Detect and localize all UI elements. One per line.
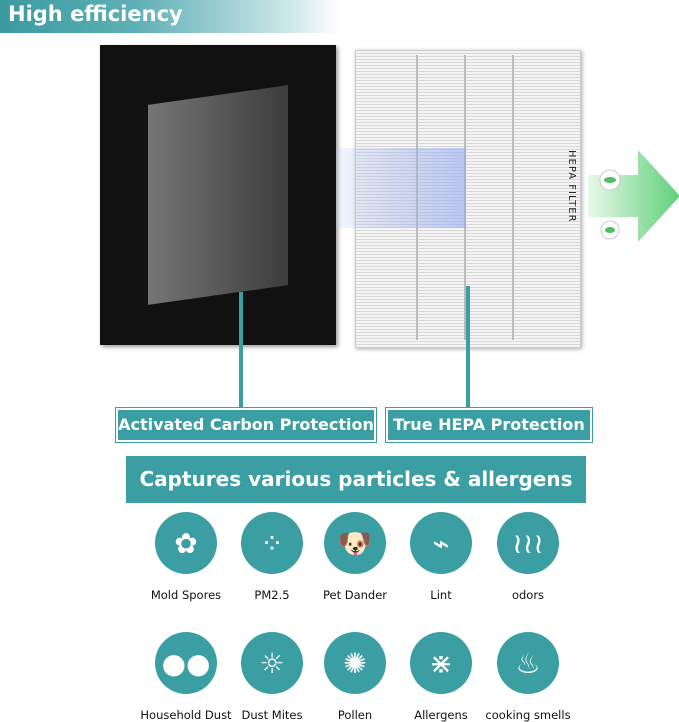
mold-icon: ✿ — [155, 512, 217, 574]
carbon-sheet-overlay — [148, 85, 288, 305]
particle-label: Pet Dander — [322, 588, 388, 602]
airflow-beam-blue — [336, 148, 466, 228]
hepa-pointer-line — [466, 286, 470, 410]
icon-glyph: ≀≀≀ — [512, 526, 544, 560]
icon-glyph: ⁘ — [260, 526, 284, 560]
particle-label: odors — [511, 588, 545, 602]
particle-label: Lint — [430, 588, 452, 602]
pm25-icon: ⁘ — [241, 512, 303, 574]
particle-item: ✿ Mold Spores — [136, 512, 236, 602]
hepa-label: True HEPA Protection — [385, 407, 593, 443]
carbon-pointer-line — [239, 292, 243, 410]
mite-icon: ☼ — [241, 632, 303, 694]
particle-item: ⁘ PM2.5 — [222, 512, 322, 602]
icon-glyph: ✺ — [343, 646, 367, 680]
particle-item: ⌁ Lint — [391, 512, 491, 602]
particle-item: ≀≀≀ odors — [478, 512, 578, 602]
particle-label: Allergens — [414, 708, 468, 722]
icon-glyph: 🐶 — [337, 526, 373, 560]
particle-label: Household Dust — [140, 708, 232, 722]
icon-glyph: ⋇ — [429, 646, 453, 680]
particle-label: Mold Spores — [150, 588, 222, 602]
lint-roller-icon: ⌁ — [410, 512, 472, 574]
particle-label: cooking smells — [485, 708, 571, 722]
particle-label: PM2.5 — [254, 588, 290, 602]
particle-item: 🐶 Pet Dander — [305, 512, 405, 602]
dust-icon: ●● — [155, 632, 217, 694]
particle-item: ⋇ Allergens — [391, 632, 491, 722]
pollen-icon: ✺ — [324, 632, 386, 694]
odor-waves-icon: ≀≀≀ — [497, 512, 559, 574]
hepa-filter-print: HEPA FILTER — [566, 150, 577, 223]
dog-icon: 🐶 — [324, 512, 386, 574]
header-title: High efficiency — [8, 2, 183, 26]
particle-item: ●● Household Dust — [136, 632, 236, 722]
icon-glyph: ☼ — [259, 646, 285, 680]
icon-glyph: ●● — [161, 646, 211, 680]
icon-glyph: ✿ — [174, 526, 198, 560]
clean-air-arrow-icon — [588, 150, 679, 242]
frying-pan-icon: ♨ — [497, 632, 559, 694]
particle-item: ✺ Pollen — [305, 632, 405, 722]
icon-glyph: ♨ — [515, 646, 541, 680]
particle-label: Pollen — [337, 708, 373, 722]
header-banner: High efficiency — [0, 0, 340, 33]
icon-glyph: ⌁ — [432, 526, 450, 560]
bacteria-icon: ⋇ — [410, 632, 472, 694]
carbon-label: Activated Carbon Protection — [115, 407, 377, 443]
captures-banner: Captures various particles & allergens — [126, 456, 586, 503]
particle-item: ♨ cooking smells — [478, 632, 578, 722]
